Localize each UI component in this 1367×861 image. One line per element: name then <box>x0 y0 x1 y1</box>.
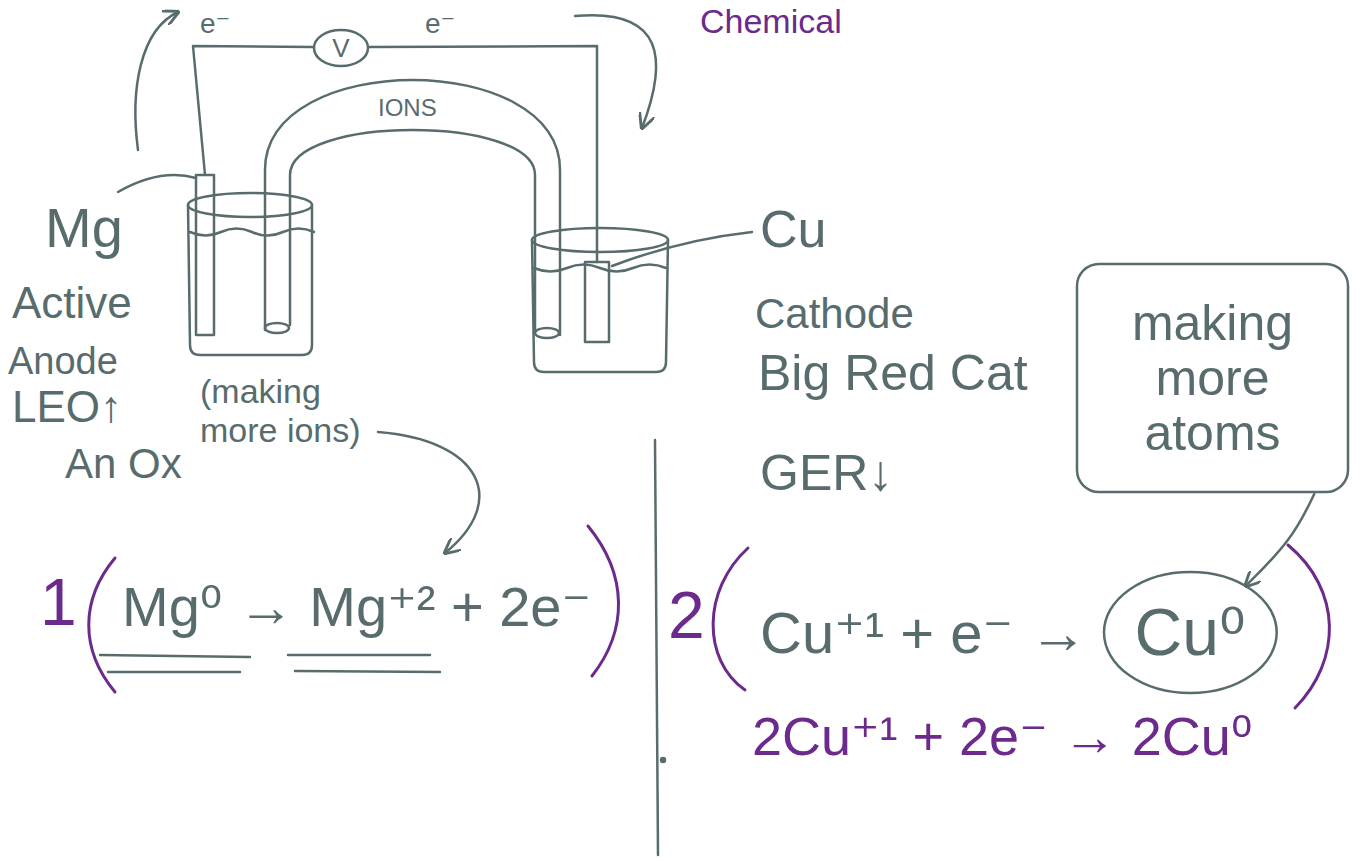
note-box-shape <box>1077 264 1348 492</box>
coefficient-text: 2 <box>668 578 705 652</box>
beaker-rim <box>188 193 312 217</box>
bridge-label-text: IONS <box>378 94 437 121</box>
connector-arrow <box>1245 494 1314 586</box>
wire <box>369 46 597 262</box>
electrode-label-text: Cu <box>760 200 826 258</box>
parenthesis <box>588 526 619 676</box>
node-content: making more atoms <box>1108 296 1318 461</box>
mg-electrode <box>196 175 214 335</box>
node-text: making more atoms <box>1108 296 1318 461</box>
divider-line <box>655 440 658 855</box>
leader-line <box>612 232 752 266</box>
electrode-role-text: Anode <box>8 340 118 382</box>
bridge-label: IONS <box>378 94 437 122</box>
node-text: Cu⁰ <box>1135 596 1246 669</box>
underline <box>100 655 250 657</box>
cu-electrode <box>585 262 609 342</box>
electrode-label-text: Mg <box>45 196 123 259</box>
beaker <box>188 205 312 355</box>
coefficient: 2 <box>668 578 705 654</box>
salt-bridge <box>290 130 535 330</box>
mnemonic: GER↓ <box>760 445 893 503</box>
leader-arrow <box>378 432 479 553</box>
parenthesis <box>1288 545 1329 708</box>
electrode-label: Cu <box>760 200 826 260</box>
mnemonic: LEO↑ <box>12 382 122 433</box>
title-text: Chemical <box>700 2 842 40</box>
node-text: V <box>332 34 349 63</box>
electron-flow-arrow <box>135 12 178 150</box>
solution-level <box>534 265 666 272</box>
electrode-role: Anode <box>8 340 118 384</box>
note-text-text: (making more ions) <box>200 372 361 449</box>
mnemonic: An Ox <box>65 440 182 488</box>
solution-level <box>190 229 314 236</box>
electron-label: e⁻ <box>425 8 455 40</box>
circled-product: Cu⁰ <box>1102 570 1279 695</box>
parenthesis <box>713 548 748 690</box>
dot <box>661 758 665 762</box>
electron-label: e⁻ <box>200 8 230 40</box>
leader-line <box>118 175 196 192</box>
mnemonic-text: LEO↑ <box>12 382 122 431</box>
note-text-text: Active <box>12 278 132 327</box>
beaker <box>532 240 668 372</box>
note-text: Active <box>12 278 132 329</box>
underline <box>295 671 440 672</box>
note-text: (making more ions) <box>200 372 375 450</box>
node-content: Cu⁰ <box>1135 596 1246 669</box>
half-reaction-text: 2Cu⁺¹ + 2e⁻ → 2Cu⁰ <box>752 706 1252 766</box>
electrode-role: Cathode <box>755 290 914 338</box>
half-reaction-text: Mg⁰ → Mg⁺² + 2e⁻ <box>122 575 591 638</box>
mnemonic-text: An Ox <box>65 440 182 487</box>
underline <box>288 654 430 657</box>
electrode-label: Mg <box>45 196 123 260</box>
node-content: V <box>332 34 349 63</box>
voltmeter-symbol-shape <box>314 30 368 66</box>
coefficient: 1 <box>40 565 77 641</box>
electron-label-text: e⁻ <box>200 8 230 39</box>
salt-bridge-plug <box>265 323 289 333</box>
half-reaction-text: Cu⁺¹ + e⁻ → <box>760 600 1087 665</box>
electron-flow-arrow <box>575 15 656 128</box>
half-reaction: Cu⁺¹ + e⁻ → <box>760 600 1087 667</box>
electron-label-text: e⁻ <box>425 8 455 39</box>
mnemonic-text: GER↓ <box>760 445 893 501</box>
salt-bridge-plug <box>535 328 559 338</box>
electrode-role-text: Cathode <box>755 290 914 337</box>
parenthesis <box>89 558 115 692</box>
wire <box>193 46 313 175</box>
coefficient-text: 1 <box>40 565 77 639</box>
voltmeter-symbol: V <box>312 28 370 68</box>
mnemonic: Big Red Cat <box>758 345 1028 403</box>
salt-bridge <box>265 80 560 335</box>
underline <box>108 671 240 674</box>
half-reaction: 2Cu⁺¹ + 2e⁻ → 2Cu⁰ <box>752 705 1252 767</box>
title: Chemical <box>700 2 842 41</box>
beaker-rim <box>532 228 668 252</box>
circled-product-shape <box>1104 572 1277 693</box>
half-reaction: Mg⁰ → Mg⁺² + 2e⁻ <box>122 575 591 639</box>
mnemonic-text: Big Red Cat <box>758 345 1028 401</box>
note-box: making more atoms <box>1075 262 1350 494</box>
